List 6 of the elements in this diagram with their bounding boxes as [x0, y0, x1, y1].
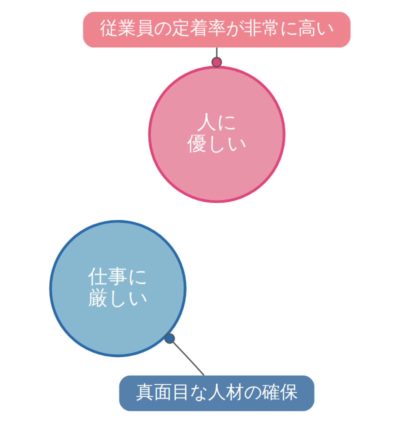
connector — [164, 333, 204, 376]
node-box: 従業員の定着率が非常に高い — [82, 12, 350, 48]
node-circle: 人に優しい — [148, 66, 285, 204]
node-box: 真面目な人材の確保 — [118, 375, 314, 412]
connector — [210, 48, 222, 68]
node-circle: 仕事に厳しい — [48, 220, 186, 358]
